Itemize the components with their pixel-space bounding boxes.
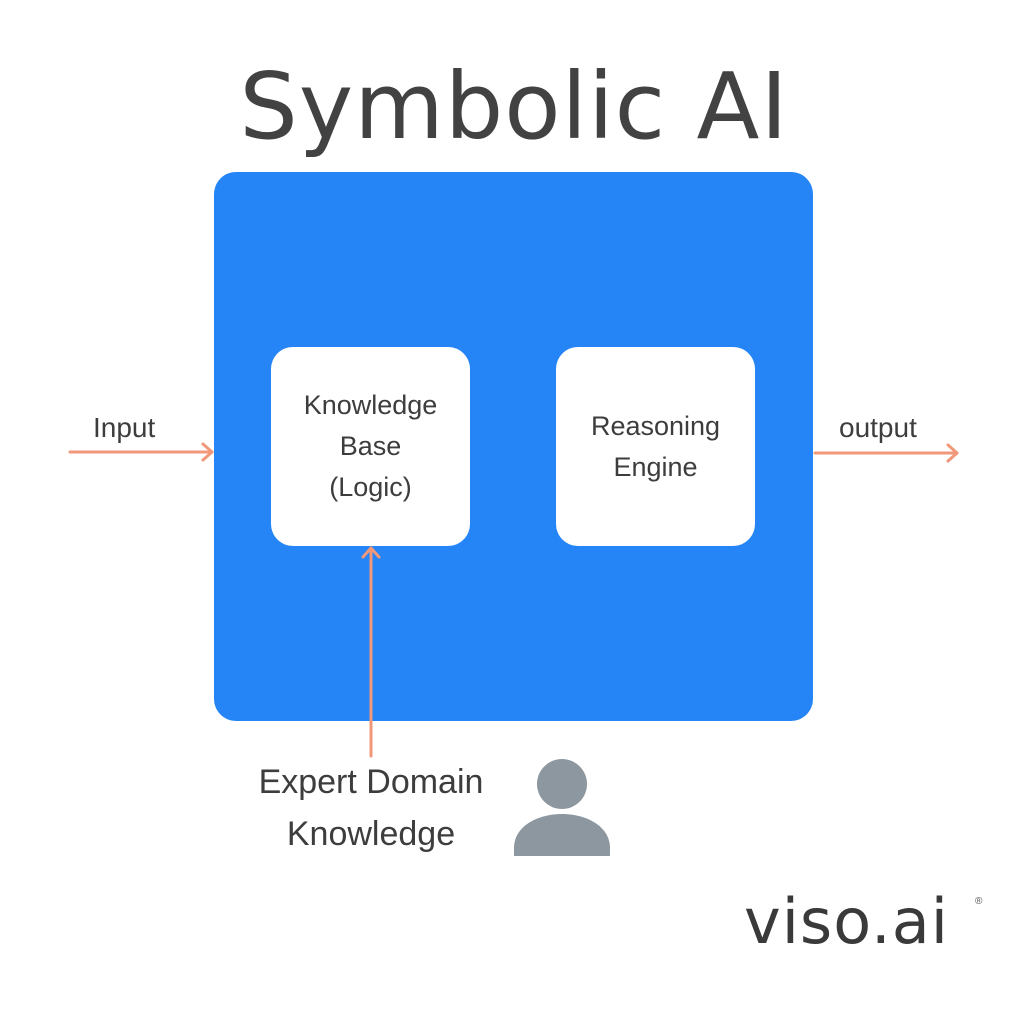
person-icon (514, 759, 610, 856)
knowledge-base-box: Knowledge Base (Logic) (271, 347, 470, 546)
output-label: output (839, 412, 917, 443)
output-arrow-icon (813, 443, 959, 463)
expert-knowledge-arrow-icon (361, 546, 381, 758)
input-label: Input (93, 412, 156, 443)
reasoning-engine-box: Reasoning Engine (556, 347, 755, 546)
viso-ai-logo: viso.ai (744, 885, 949, 958)
diagram-title: Symbolic AI (239, 53, 789, 160)
registered-mark: ® (975, 896, 983, 907)
expert-domain-knowledge-label: Expert Domain Knowledge (258, 763, 484, 853)
input-arrow-icon (68, 442, 214, 462)
